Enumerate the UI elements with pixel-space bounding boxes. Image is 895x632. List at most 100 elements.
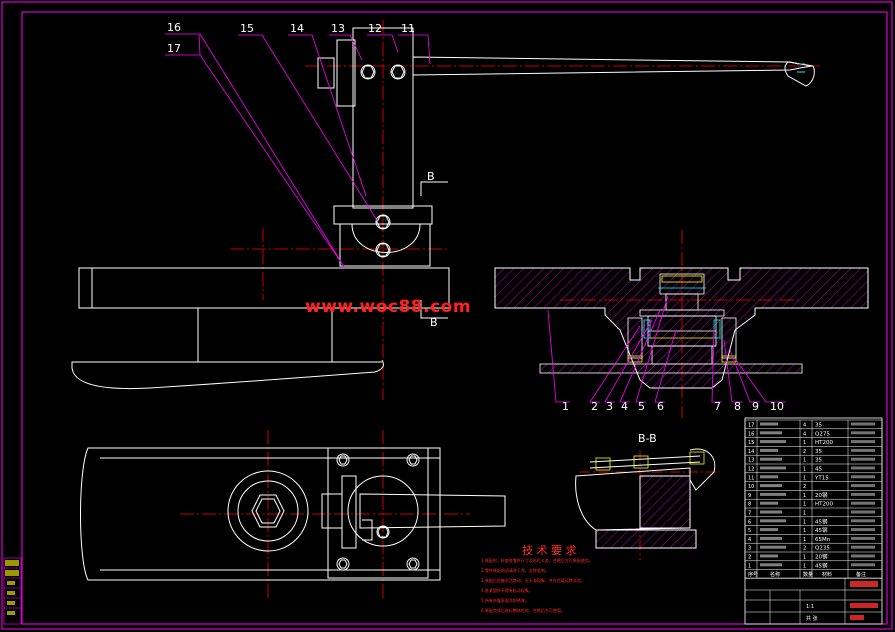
callout-s9: 9 (752, 400, 759, 413)
bom-row-no: 4 (748, 537, 751, 543)
bom-row-name (760, 422, 778, 426)
bom-row-std (851, 422, 875, 426)
section-view: 1 2 3 4 5 6 7 8 9 10 (494, 230, 869, 418)
left-margin-strip (3, 557, 22, 625)
bom-row-no: 8 (748, 502, 751, 508)
bom-row-std (851, 448, 875, 452)
bom-row-qty: 2 (803, 484, 806, 490)
tech-note: 1.装配时，检查各零件尺寸及形位公差，合格后方可装配使用。 (481, 558, 593, 563)
bom-row-material: Q235 (815, 546, 830, 552)
bom-row-name (760, 475, 778, 479)
bom-row-name (760, 431, 782, 435)
bom-row-std (851, 457, 875, 461)
bom-row-material: 65Mn (815, 537, 831, 543)
tech-note: 4.各紧固件不得有松动现象。 (481, 588, 533, 593)
bom-row-qty: 1 (803, 502, 806, 508)
tech-note: 2.零件装配前须清洗干净，去除毛刺。 (481, 568, 549, 573)
bom-row-material: HT200 (815, 502, 833, 508)
bom-row-qty: 1 (803, 440, 806, 446)
bom-row-material: 35 (815, 423, 822, 429)
callout-12: 12 (368, 22, 382, 35)
tech-note: 6.装配完成后进行整体检验，合格后方可使用。 (481, 608, 565, 613)
bom-row-std (851, 528, 875, 532)
callout-s4: 4 (621, 400, 628, 413)
bom-row-qty: 1 (803, 475, 806, 481)
callout-s1: 1 (562, 400, 569, 413)
bom-row-material: Q275 (815, 431, 830, 437)
callout-14: 14 (290, 22, 304, 35)
bom-row-qty: 1 (803, 511, 806, 517)
detail-bb-view: B-B (575, 432, 720, 560)
bom-row-no: 14 (748, 449, 754, 455)
tech-note: 5.所有外露表面涂防锈漆。 (481, 598, 529, 603)
bom-row-std (851, 510, 875, 514)
bom-row-qty: 1 (803, 537, 806, 543)
bom-row-name (760, 545, 786, 549)
title-block-text: 1:1 共 张 (806, 581, 878, 622)
callout-s10: 10 (770, 400, 784, 413)
bom-row-qty: 1 (803, 555, 806, 561)
callout-s7: 7 (714, 400, 721, 413)
bom-row-qty: 1 (803, 528, 806, 534)
bom-row-name (760, 536, 782, 540)
tech-note: 3.装配后应能灵活转动，无卡滞现象，并作空载运转试验。 (481, 578, 585, 583)
bom-row-std (851, 492, 875, 496)
bom-row-name (760, 484, 782, 488)
bom-row-name (760, 519, 786, 523)
bom-row-qty: 1 (803, 493, 806, 499)
title-block-scale: 1:1 (806, 604, 814, 610)
bom-row-std (851, 484, 875, 488)
bom-row-qty: 4 (803, 431, 806, 437)
bom-header-cell: 数量 (803, 571, 813, 578)
bom-row-material: 35 (815, 449, 822, 455)
watermark: www.woc88.com (305, 297, 472, 317)
bom-row-name (760, 492, 786, 496)
title-block-sheet: 共 张 (806, 615, 818, 622)
bom-row-no: 5 (748, 528, 751, 534)
bom-row-name (760, 440, 786, 444)
bom-row-std (851, 554, 875, 558)
bom-row-material: 45钢 (815, 561, 828, 569)
bom-row-qty: 1 (803, 519, 806, 525)
bom-row-name (760, 448, 778, 452)
bom-row-material: 20钢 (815, 553, 828, 561)
bom-row-material: HT200 (815, 440, 833, 446)
bom-row-std (851, 475, 875, 479)
bom-header-cell: 备注 (856, 571, 866, 578)
bom-row-no: 17 (748, 423, 754, 429)
bom-row-name (760, 457, 782, 461)
bom-row-name (760, 563, 782, 567)
callout-13: 13 (331, 22, 345, 35)
callout-11: 11 (401, 22, 415, 35)
title-block (745, 577, 882, 624)
bom-row-material: 45钢 (815, 526, 828, 534)
bom-row-name (760, 466, 786, 470)
inner-frame (21, 11, 888, 625)
front-view: B B 16 17 15 14 13 12 11 (71, 20, 820, 400)
bom-row-material: 20钢 (815, 491, 828, 499)
bom-row-material: 45 (815, 467, 822, 473)
bom-row-name (760, 554, 778, 558)
bom-row-qty: 2 (803, 546, 806, 552)
bom-row-no: 7 (748, 511, 751, 517)
bom-row-std (851, 466, 875, 470)
bom-row-no: 2 (748, 555, 751, 561)
left-margin-text (5, 560, 19, 615)
callout-16: 16 (167, 21, 181, 34)
bom-row-std (851, 440, 875, 444)
tech-requirements-title: 技 术 要 求 (522, 544, 577, 557)
callout-s2: 2 (591, 400, 598, 413)
bom-row-std (851, 431, 875, 435)
section-mark-b-upper: B (427, 170, 435, 183)
tech-requirements-notes: 1.装配时，检查各零件尺寸及形位公差，合格后方可装配使用。 2.零件装配前须清洗… (481, 556, 731, 616)
callout-15: 15 (240, 22, 254, 35)
bom-row-qty: 4 (803, 423, 806, 429)
bom-row-name (760, 510, 782, 514)
bom-row-no: 12 (748, 467, 754, 473)
bom-row-std (851, 501, 875, 505)
top-view (80, 430, 506, 600)
bom-row-std (851, 519, 875, 523)
bom-row-no: 11 (748, 475, 754, 481)
